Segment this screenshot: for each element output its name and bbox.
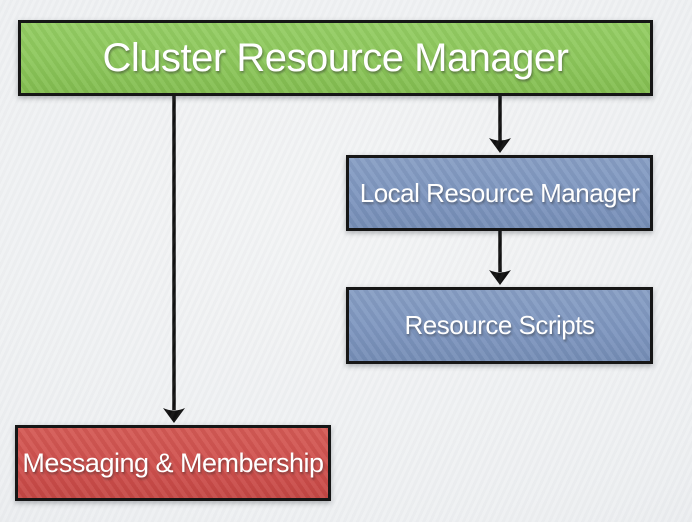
node-label: Cluster Resource Manager <box>102 35 570 80</box>
arrowhead-down-icon <box>489 138 511 153</box>
node-local-resource-manager: Local Resource Manager <box>346 155 653 231</box>
connector-crm-to-mm <box>163 96 185 423</box>
connector-lrm-to-rs <box>489 231 511 285</box>
node-label: Local Resource Manager <box>359 177 640 208</box>
node-resource-scripts: Resource Scripts <box>346 287 653 364</box>
node-label: Resource Scripts <box>404 310 595 340</box>
connector-crm-to-lrm <box>489 96 511 153</box>
node-cluster-resource-manager: Cluster Resource Manager <box>18 20 653 96</box>
arrowhead-down-icon <box>489 270 511 285</box>
node-messaging-membership: Messaging & Membership <box>15 425 331 501</box>
node-label: Messaging & Membership <box>22 447 324 478</box>
arrowhead-down-icon <box>163 408 185 423</box>
